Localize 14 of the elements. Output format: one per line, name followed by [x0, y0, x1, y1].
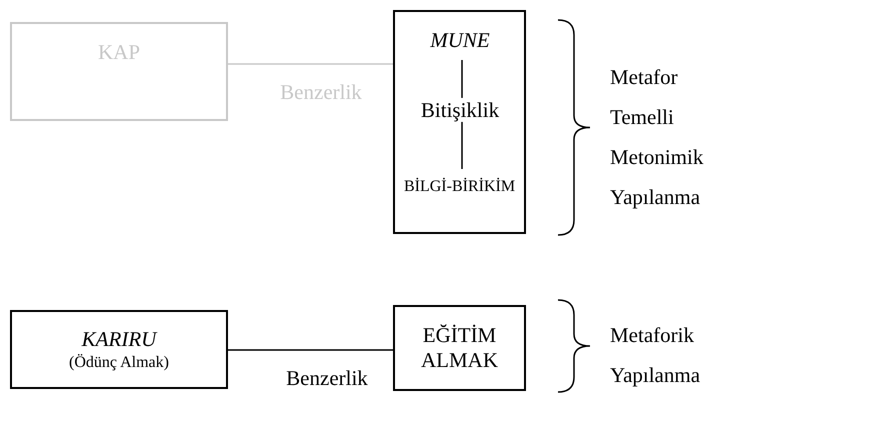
annotation-text: Metaforik Yapılanma [610, 322, 702, 389]
text-box [10, 22, 228, 121]
text-box [393, 305, 526, 391]
text-box [10, 310, 228, 389]
node-title: BİLGİ-BİRİKİM [404, 177, 516, 197]
node-subtitle: (Ödünç Almak) [69, 352, 169, 372]
node-title: MUNE [430, 28, 490, 54]
node-title: KARIRU [82, 327, 156, 352]
edge-label: Bitişiklik [420, 98, 500, 122]
empty-box [393, 10, 526, 234]
node-title: EĞİTİM ALMAK [420, 322, 499, 374]
annotation-text: Metafor Temelli Metonimik Yapılanma [610, 64, 704, 211]
connector-line [228, 349, 393, 351]
connector-line [228, 63, 393, 65]
